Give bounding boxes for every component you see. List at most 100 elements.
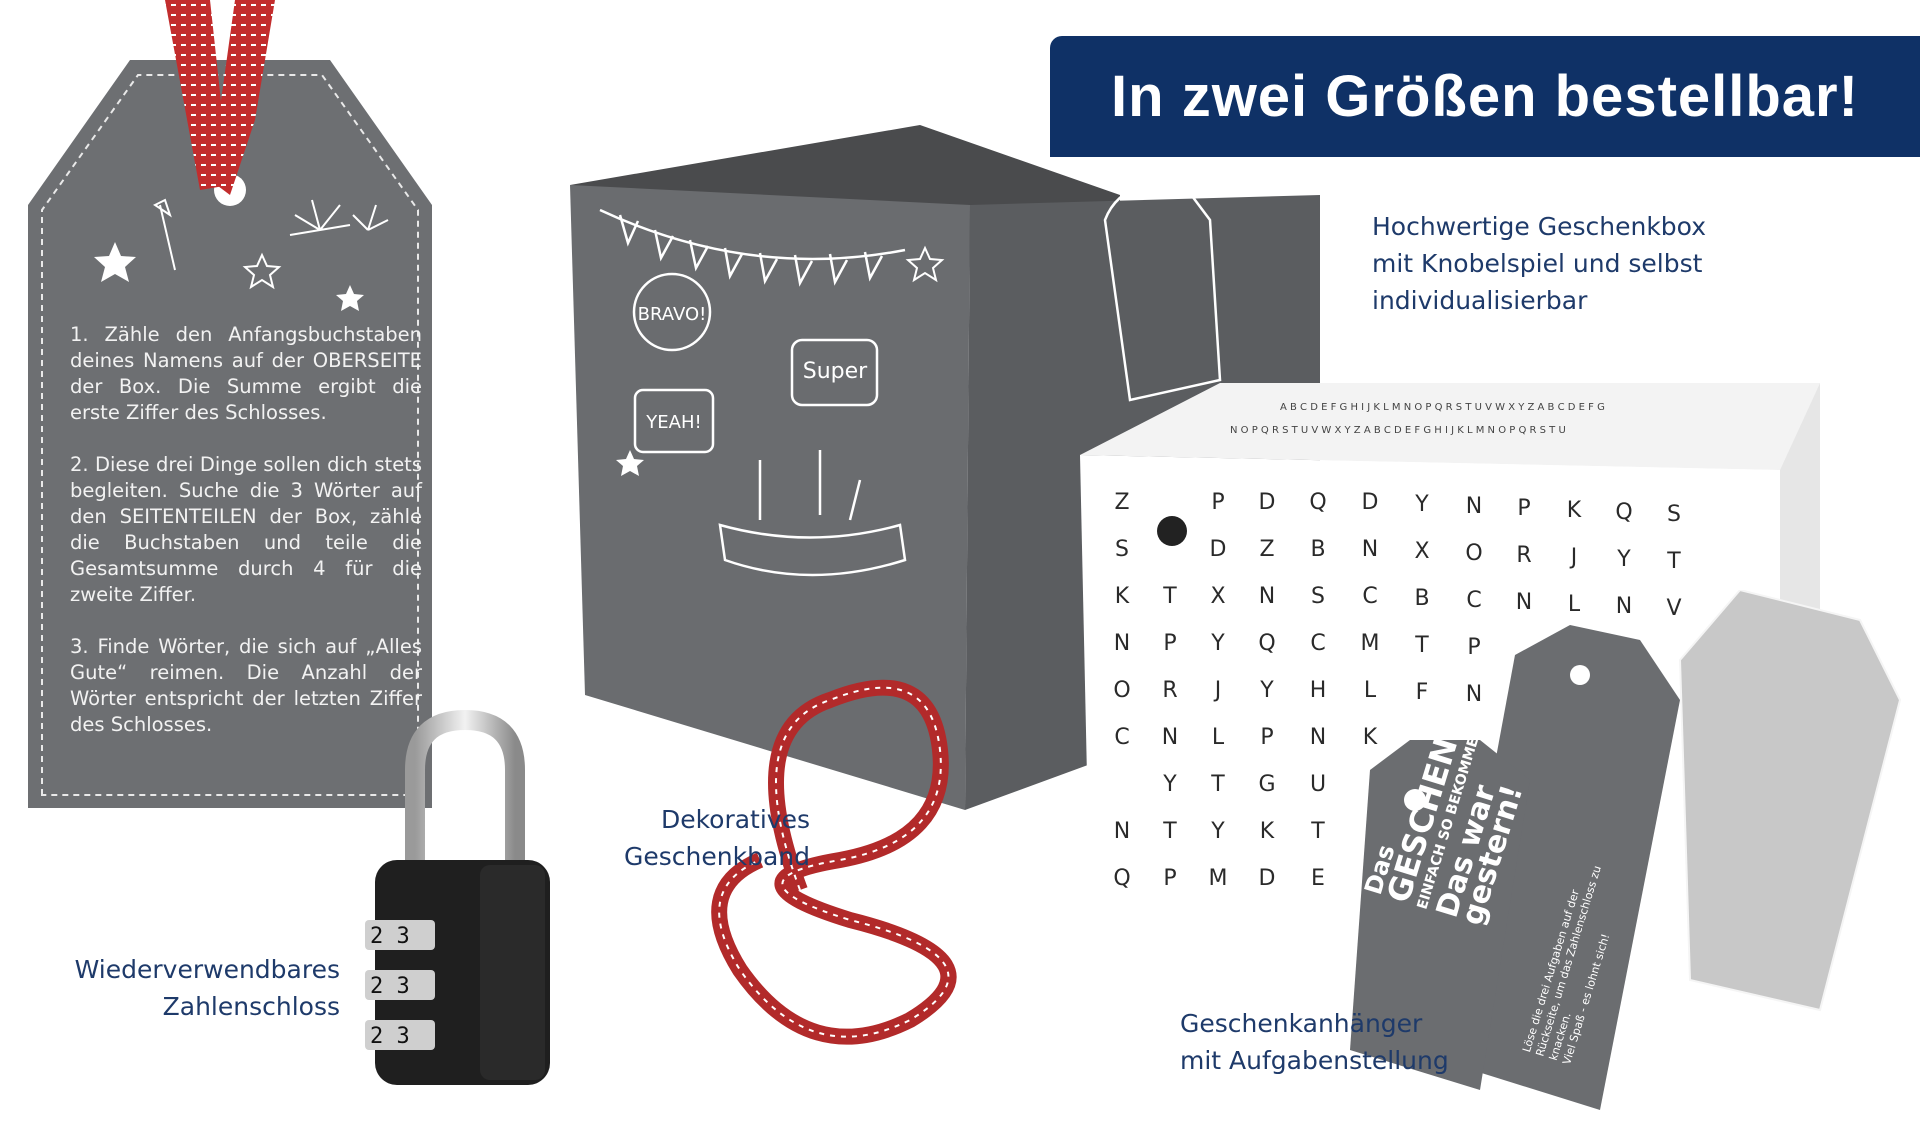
grid-letter: S xyxy=(1115,537,1129,562)
grid-letter: Y xyxy=(1415,492,1429,517)
grid-letter: C xyxy=(1362,584,1378,609)
bravo-doodle: BRAVO! xyxy=(638,304,707,325)
grid-letter: O xyxy=(1113,678,1131,703)
grid-letter: Q xyxy=(1615,500,1633,525)
grid-letter: Y xyxy=(1617,547,1631,572)
instruction-step-3: 3. Finde Wörter, die sich auf „Alles Gut… xyxy=(70,635,422,736)
grid-letter: F xyxy=(1415,680,1429,705)
box-caption-line-1: Hochwertige Geschenkbox xyxy=(1372,212,1706,241)
banner-text: In zwei Größen bestellbar! xyxy=(1111,64,1859,129)
lock-dial-1[interactable]: 2 3 xyxy=(370,924,410,949)
grid-letter: P xyxy=(1467,635,1481,660)
grid-letter: D xyxy=(1258,866,1276,891)
ribbon-caption-line-2: Geschenkband xyxy=(624,842,810,871)
grid-letter: M xyxy=(1208,866,1228,891)
instruction-step-2: 2. Diese drei Dinge sollen dich stets be… xyxy=(70,453,422,606)
box-caption: Hochwertige Geschenkbox mit Knobelspiel … xyxy=(1372,208,1706,319)
grid-letter: D xyxy=(1209,537,1227,562)
grid-letter: N xyxy=(1615,594,1633,619)
grid-letter: Y xyxy=(1211,819,1225,844)
grid-letter: U xyxy=(1309,772,1327,797)
grid-letter: D xyxy=(1258,490,1276,515)
order-banner: In zwei Größen bestellbar! xyxy=(1050,36,1920,157)
grid-letter: H xyxy=(1309,678,1327,703)
grid-letter: S xyxy=(1311,584,1325,609)
grid-letter: M xyxy=(1360,631,1380,656)
grid-letter: G xyxy=(1258,772,1276,797)
lock-caption-line-2: Zahlenschloss xyxy=(162,992,340,1021)
grid-letter: Y xyxy=(1211,631,1225,656)
lock-caption-line-1: Wiederverwendbares xyxy=(74,955,340,984)
grid-letter: P xyxy=(1163,631,1177,656)
tags-caption-line-2: mit Aufgabenstellung xyxy=(1180,1046,1449,1075)
grid-letter: N xyxy=(1161,725,1179,750)
grid-letter: T xyxy=(1163,584,1177,609)
lock-caption: Wiederverwendbares Zahlenschloss xyxy=(30,951,340,1025)
grid-letter: P xyxy=(1517,496,1531,521)
grid-letter: O xyxy=(1465,541,1483,566)
grid-letter: N xyxy=(1113,819,1131,844)
grid-letter: J xyxy=(1570,545,1578,570)
grid-letter: P xyxy=(1260,725,1274,750)
grid-letter: N xyxy=(1465,682,1483,707)
grid-letter: N xyxy=(1113,631,1131,656)
grid-letter: Q xyxy=(1309,490,1327,515)
yeah-doodle: YEAH! xyxy=(645,412,701,433)
svg-text:A B C D E F G H I J K L M N O: A B C D E F G H I J K L M N O P Q R S T … xyxy=(1280,402,1605,413)
grid-letter: C xyxy=(1466,588,1482,613)
grid-letter: X xyxy=(1414,539,1430,564)
grid-letter: P xyxy=(1163,866,1177,891)
grid-letter: Y xyxy=(1163,772,1177,797)
grid-letter: L xyxy=(1363,678,1377,703)
grid-letter: T xyxy=(1667,549,1681,574)
grid-letter: X xyxy=(1210,584,1226,609)
grid-letter: T xyxy=(1163,819,1177,844)
grid-letter: T xyxy=(1211,772,1225,797)
grid-letter: K xyxy=(1114,584,1130,609)
grid-letter: C xyxy=(1114,725,1130,750)
grid-letter: L xyxy=(1211,725,1225,750)
grid-letter: K xyxy=(1259,819,1275,844)
grid-letter: K xyxy=(1362,725,1378,750)
grid-letter: B xyxy=(1310,537,1326,562)
super-doodle: Super xyxy=(803,359,868,384)
grid-letter: V xyxy=(1666,596,1682,621)
grid-letter: R xyxy=(1516,543,1532,568)
grid-letter: K xyxy=(1566,498,1582,523)
grid-letter: B xyxy=(1414,586,1430,611)
grid-letter: D xyxy=(1361,490,1379,515)
grid-letter: Z xyxy=(1114,490,1130,515)
svg-text:N O P Q R S T U V W X Y Z A B: N O P Q R S T U V W X Y Z A B C D E F G … xyxy=(1230,425,1566,436)
box-caption-line-2: mit Knobelspiel und selbst xyxy=(1372,249,1703,278)
instruction-tag-illustration xyxy=(28,0,432,808)
grid-letter: Y xyxy=(1260,678,1274,703)
grid-letter: N xyxy=(1309,725,1327,750)
combination-padlock xyxy=(365,709,550,1085)
grid-letter: R xyxy=(1162,678,1178,703)
grid-letter: N xyxy=(1258,584,1276,609)
grid-letter: Q xyxy=(1258,631,1276,656)
grid-letter: N xyxy=(1361,537,1379,562)
tags-caption-line-1: Geschenkanhänger xyxy=(1180,1009,1423,1038)
instruction-text: 1. Zähle den Anfangsbuchstaben deines Na… xyxy=(70,322,422,764)
tags-caption: Geschenkanhänger mit Aufgabenstellung xyxy=(1180,1005,1449,1079)
grid-letter: T xyxy=(1415,633,1429,658)
lock-dial-2[interactable]: 2 3 xyxy=(370,974,410,999)
ribbon-caption-line-1: Dekoratives xyxy=(660,805,810,834)
grid-letter: T xyxy=(1311,819,1325,844)
grid-letter: N xyxy=(1465,494,1483,519)
gift-tags-illustration xyxy=(1350,590,1902,1110)
grid-letter: N xyxy=(1515,590,1533,615)
grid-letter: J xyxy=(1214,678,1222,703)
grid-letter: L xyxy=(1567,592,1581,617)
grid-letter: Z xyxy=(1259,537,1275,562)
red-ribbon xyxy=(711,679,957,1045)
instruction-step-1: 1. Zähle den Anfangsbuchstaben deines Na… xyxy=(70,323,422,424)
grid-letter: E xyxy=(1311,866,1325,891)
lock-dial-3[interactable]: 2 3 xyxy=(370,1024,410,1049)
grid-letter: S xyxy=(1667,502,1681,527)
box-caption-line-3: individualisierbar xyxy=(1372,286,1588,315)
grid-letter: Q xyxy=(1113,866,1131,891)
ribbon-caption: Dekoratives Geschenkband xyxy=(560,801,810,875)
